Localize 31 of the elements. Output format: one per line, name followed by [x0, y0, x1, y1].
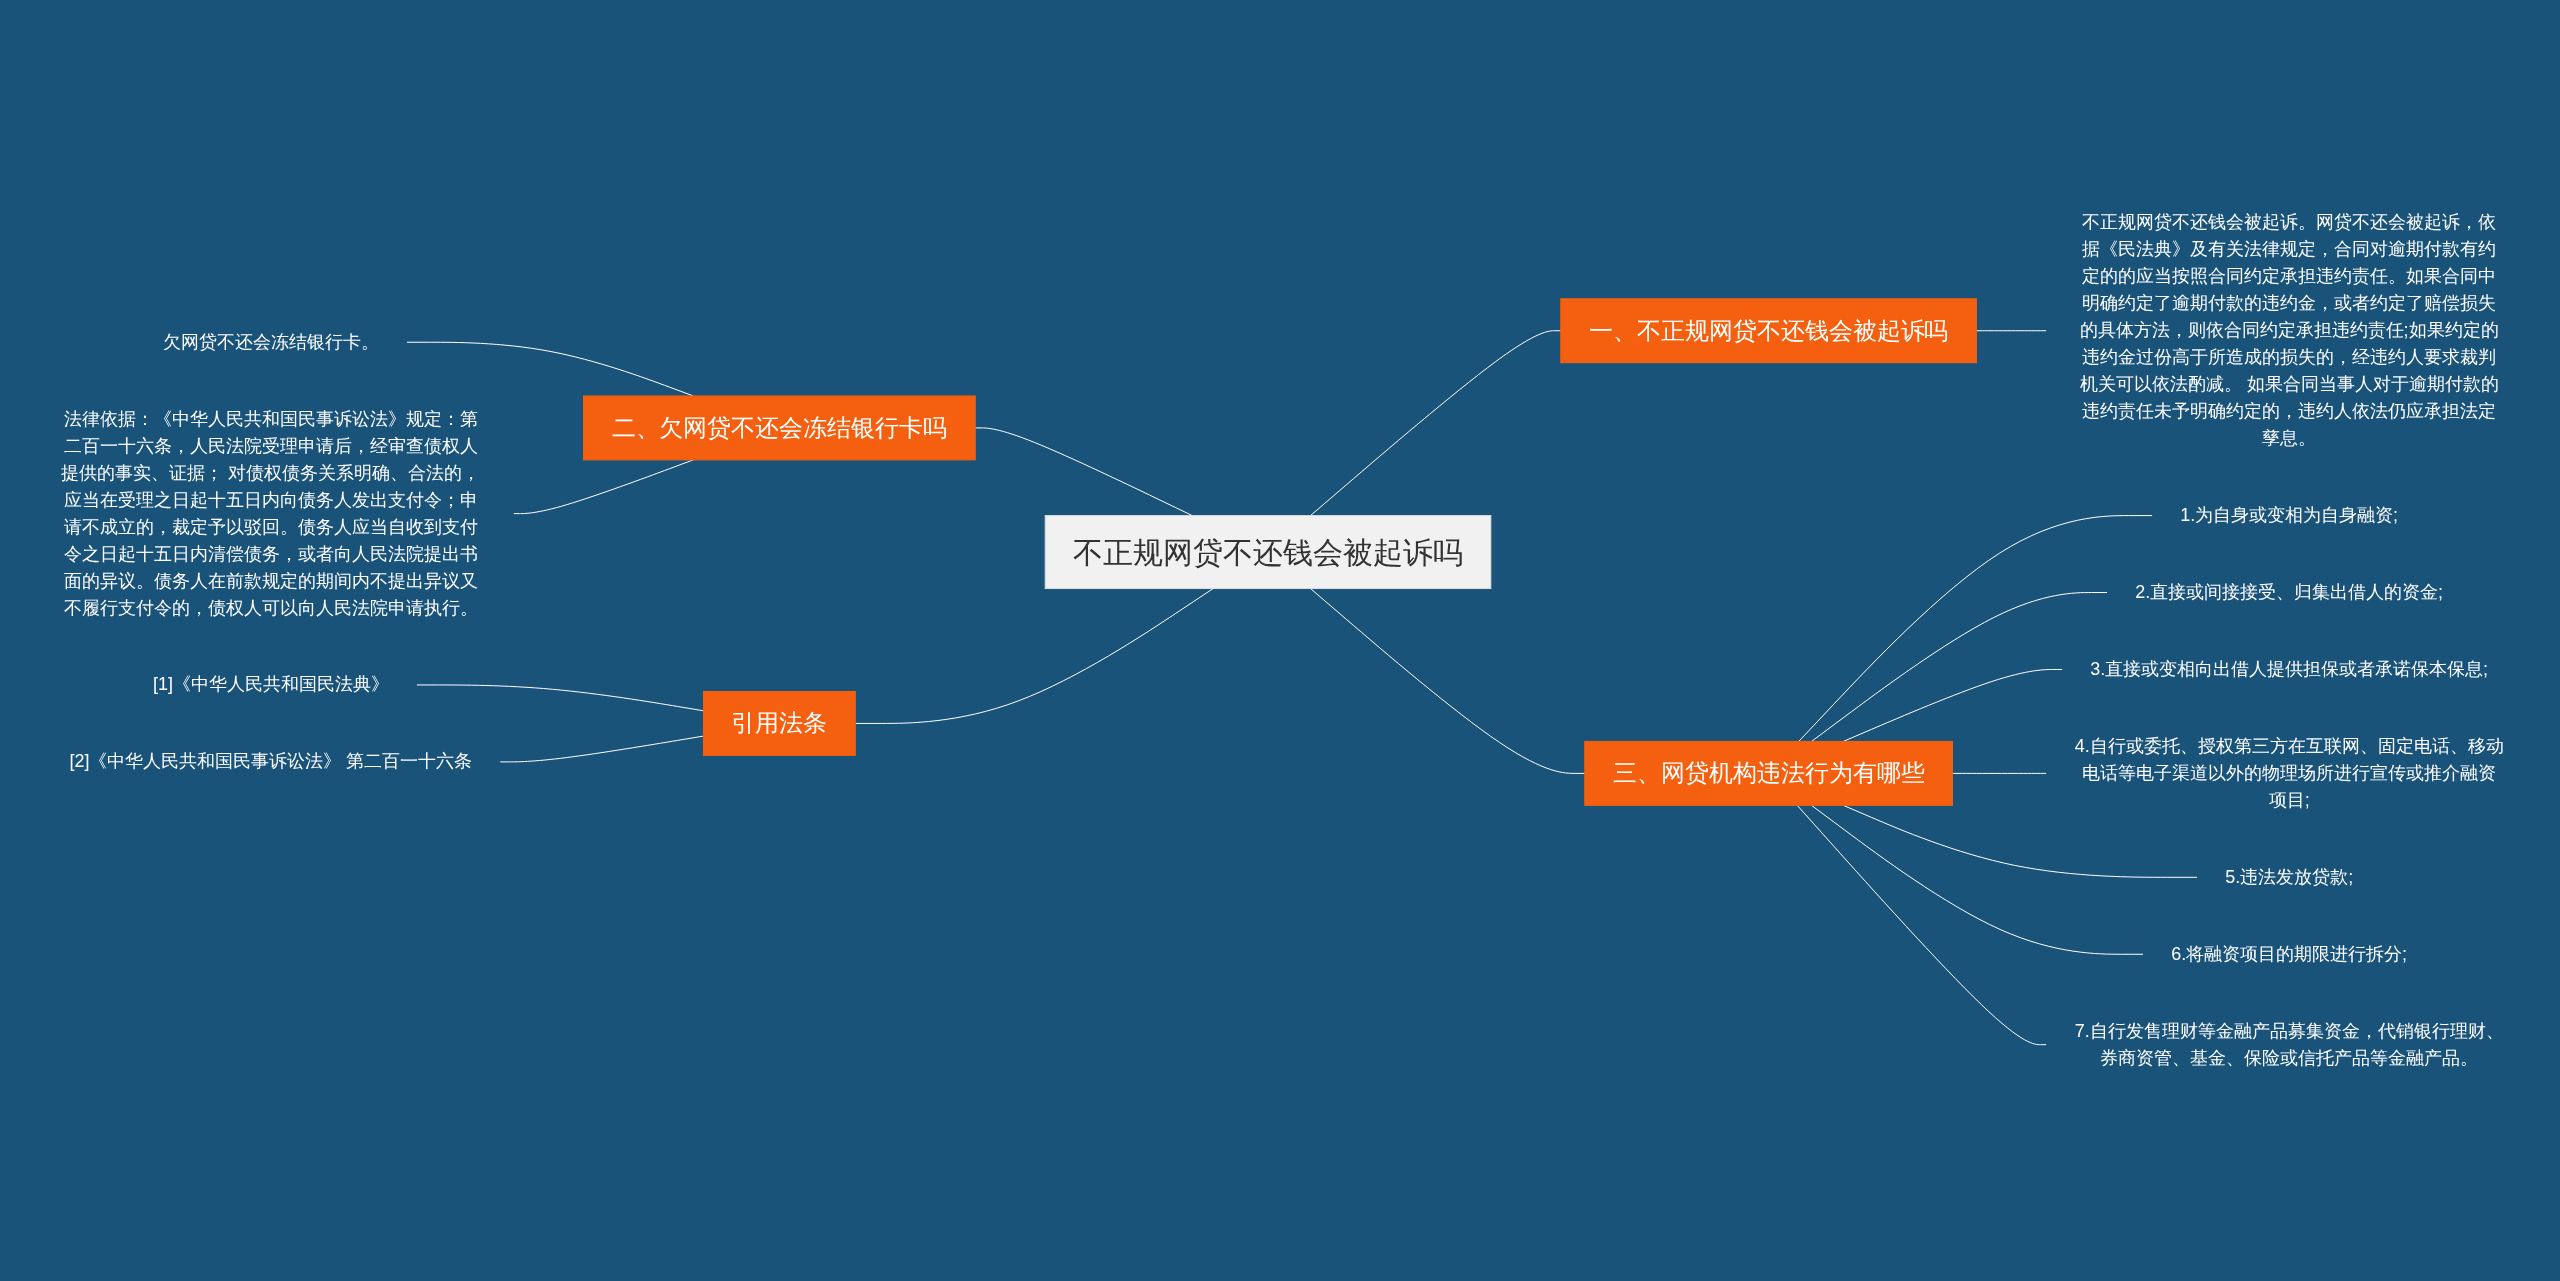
- node-box: 三、网贷机构违法行为有哪些: [1584, 740, 1953, 806]
- node-text: 2.直接或间接接受、归集出借人的资金;: [2135, 582, 2444, 603]
- connector: [499, 735, 704, 763]
- node-box: 二、欠网贷不还会冻结银行卡吗: [583, 395, 976, 461]
- connector: [974, 427, 1193, 517]
- node-text: 4.自行或委托、授权第三方在互联网、固定电话、移动电话等电子渠道以外的物理场所进行宣传或推介融资项目;: [2074, 735, 2504, 810]
- node-text: 不正规网贷不还钱会被起诉。网贷不还会被起诉，依据《民法典》及有关法律规定，合同对逾期付款有约定的的应当按照合同约定承担违约责任。如果合同中明确约定了逾期付款的违约金，或者约定了赔偿损失的具体方法，则依合同约定承担违约责任;如果约定的违约金过份高于所造成的损失的，经违约人要求裁判机关可以依法酌减。 如果合同当事人对于逾期付款的违约责任未予明确约定的，违约人依法仍应承担法定孳息。: [2079, 212, 2499, 449]
- node-text: [2]《中华人民共和国民事诉讼法》 第二百一十六条: [69, 751, 473, 772]
- node-box: 一、不正规网贷不还钱会被起诉吗: [1560, 298, 1977, 364]
- connector: [513, 459, 694, 515]
- node-text: 3.直接或变相向出借人提供担保或者承诺保本保息;: [2090, 658, 2489, 679]
- node-text: 欠网贷不还会冻结银行卡。: [162, 331, 379, 352]
- connector: [854, 588, 1214, 724]
- connector: [1796, 804, 2047, 1046]
- connector: [1310, 588, 1586, 774]
- connector: [1975, 330, 2047, 332]
- node-text: 法律依据：《中华人民共和国民事诉讼法》规定：第二百一十六条，人民法院受理申请后，经审查债权人提供的事实、证据； 对债权债务关系明确、合法的，应当在受理之日起十五日内向债务人发出支付令；申请不成立的，裁定予以驳回。债务人应当自收到支付令之日起十五日内清偿债务，或者向人民法院提出书面的异议。债务人在前款规定的期间内不提出异议又不履行支付令的，债权人可以向人民法院申请执行。: [61, 408, 481, 618]
- node-text: 1.为自身或变相为自身融资;: [2180, 505, 2399, 526]
- node-box: 不正规网贷不还钱会被起诉吗: [1044, 515, 1492, 590]
- connector: [1811, 592, 2108, 742]
- connector: [416, 684, 704, 712]
- node-text: 7.自行发售理财等金融产品募集资金，代销银行理财、券商资管、基金、保险或信托产品等金融产品。: [2074, 1020, 2504, 1068]
- connector: [1951, 772, 2047, 774]
- node-text: [1]《中华人民共和国民法典》: [152, 674, 389, 695]
- connector: [1842, 669, 2063, 742]
- node-box: 引用法条: [702, 690, 856, 756]
- node-text: 5.违法发放贷款;: [2225, 866, 2354, 887]
- connector: [1798, 515, 2153, 742]
- node-text: 6.将融资项目的期限进行拆分;: [2171, 943, 2408, 964]
- connector: [1310, 330, 1562, 517]
- connector: [1811, 804, 2144, 955]
